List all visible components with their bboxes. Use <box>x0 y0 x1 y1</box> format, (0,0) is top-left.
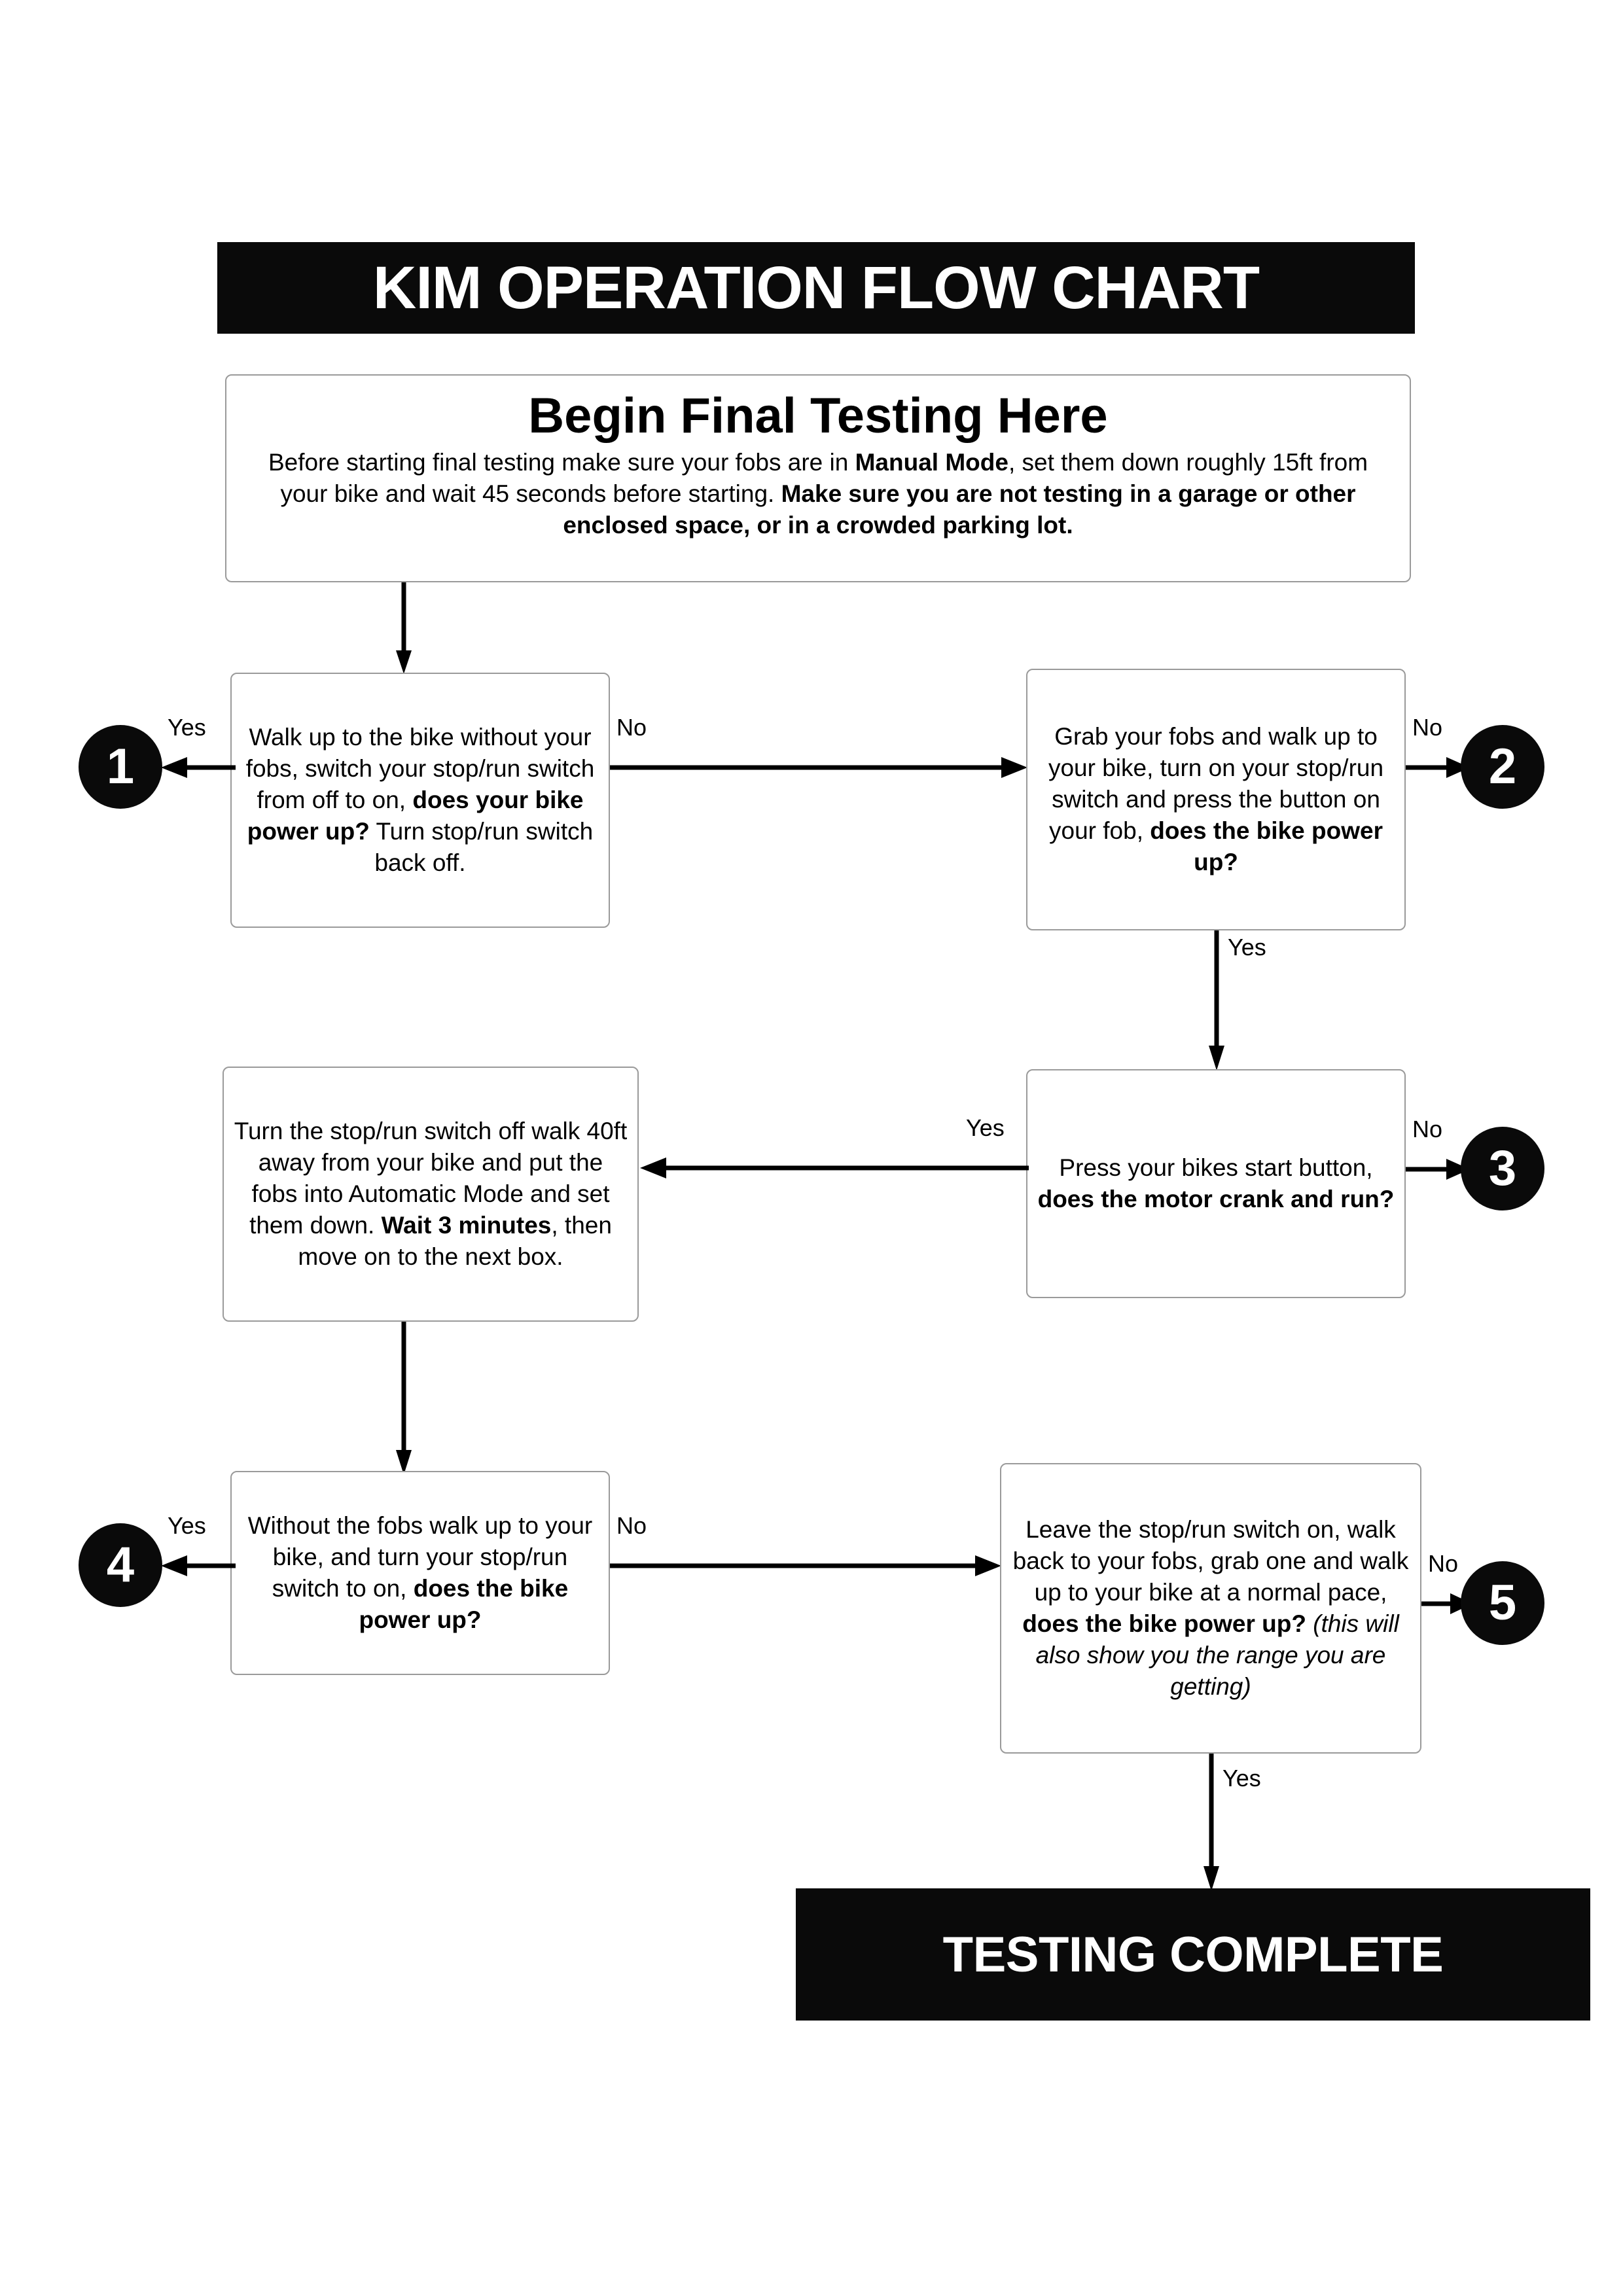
terminal-circle-3: 3 <box>1461 1127 1544 1210</box>
terminal-circle-5: 5 <box>1461 1561 1544 1645</box>
connector-box4-no-to-box5 <box>610 1551 1003 1581</box>
decision-box-4-text: Without the fobs walk up to your bike, a… <box>247 1511 593 1634</box>
end-banner: TESTING COMPLETE <box>796 1888 1590 2021</box>
process-box-wait: Turn the stop/run switch off walk 40ft a… <box>223 1067 639 1322</box>
decision-box-3-text: Press your bikes start button, does the … <box>1037 1154 1395 1212</box>
decision-box-1-text: Walk up to the bike without your fobs, s… <box>245 723 595 877</box>
decision-box-2-text: Grab your fobs and walk up to your bike,… <box>1048 722 1384 876</box>
decision-box-5-text: Leave the stop/run switch on, walk back … <box>1012 1515 1409 1701</box>
connector-box1-yes-to-circle1 <box>160 752 236 783</box>
connector-box2-yes-to-box3 <box>1208 930 1225 1072</box>
start-box: Begin Final Testing Here Before starting… <box>225 374 1411 582</box>
terminal-circle-1-label: 1 <box>106 739 135 794</box>
terminal-circle-4-label: 4 <box>106 1537 135 1593</box>
edge-label-box2-yes: Yes <box>1228 934 1266 961</box>
end-banner-label: TESTING COMPLETE <box>942 1926 1444 1983</box>
connector-box4-yes-to-circle4 <box>160 1551 236 1581</box>
terminal-circle-4: 4 <box>79 1523 162 1607</box>
edge-label-box3-no: No <box>1412 1116 1443 1142</box>
terminal-circle-2-label: 2 <box>1488 739 1517 794</box>
decision-box-3: Press your bikes start button, does the … <box>1026 1069 1406 1298</box>
decision-box-1: Walk up to the bike without your fobs, s… <box>230 673 610 928</box>
start-box-body: Before starting final testing make sure … <box>268 448 1368 539</box>
start-box-heading: Begin Final Testing Here <box>528 388 1108 444</box>
edge-label-box4-no: No <box>616 1512 647 1539</box>
terminal-circle-5-label: 5 <box>1488 1575 1517 1631</box>
edge-label-box2-no: No <box>1412 714 1443 741</box>
edge-label-box1-no: No <box>616 714 647 741</box>
edge-label-box3-yes: Yes <box>966 1114 1005 1141</box>
process-box-wait-text: Turn the stop/run switch off walk 40ft a… <box>234 1117 628 1271</box>
terminal-circle-1: 1 <box>79 725 162 809</box>
connector-box5-yes-to-end <box>1203 1754 1220 1892</box>
decision-box-2: Grab your fobs and walk up to your bike,… <box>1026 669 1406 930</box>
chart-title-banner: KIM OPERATION FLOW CHART <box>217 242 1415 334</box>
decision-box-4: Without the fobs walk up to your bike, a… <box>230 1471 610 1675</box>
decision-box-5: Leave the stop/run switch on, walk back … <box>1000 1463 1421 1754</box>
edge-label-box4-yes: Yes <box>168 1512 206 1539</box>
edge-label-box1-yes: Yes <box>168 714 206 741</box>
terminal-circle-3-label: 3 <box>1488 1140 1517 1196</box>
terminal-circle-2: 2 <box>1461 725 1544 809</box>
page-title: KIM OPERATION FLOW CHART <box>372 255 1260 321</box>
edge-label-box5-no: No <box>1428 1550 1459 1577</box>
connector-box1-no-to-box2 <box>610 752 1029 783</box>
connector-wait-box-to-box4 <box>395 1322 412 1476</box>
connector-box3-yes-to-wait-box <box>639 1153 1029 1183</box>
connector-intro-to-box1 <box>395 582 412 675</box>
edge-label-box5-yes: Yes <box>1222 1765 1261 1792</box>
